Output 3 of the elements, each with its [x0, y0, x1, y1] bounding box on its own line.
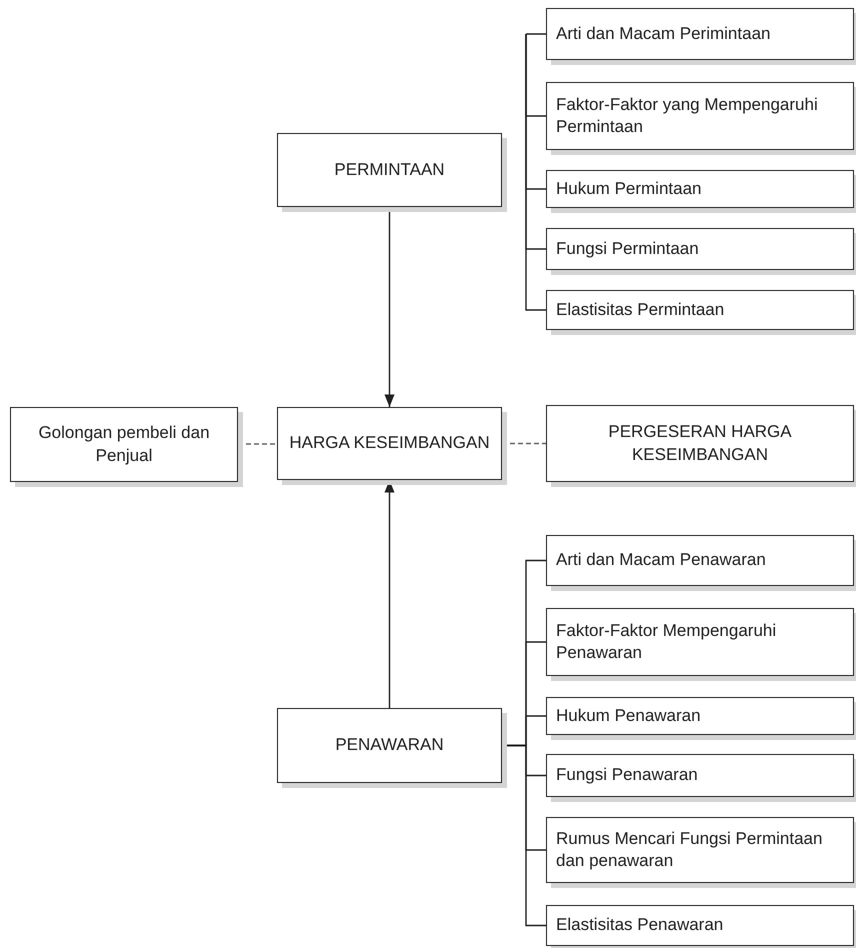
topic-box: Elastisitas Penawaran: [546, 905, 854, 946]
connector-line: [525, 34, 546, 311]
connector-line: [525, 33, 546, 35]
